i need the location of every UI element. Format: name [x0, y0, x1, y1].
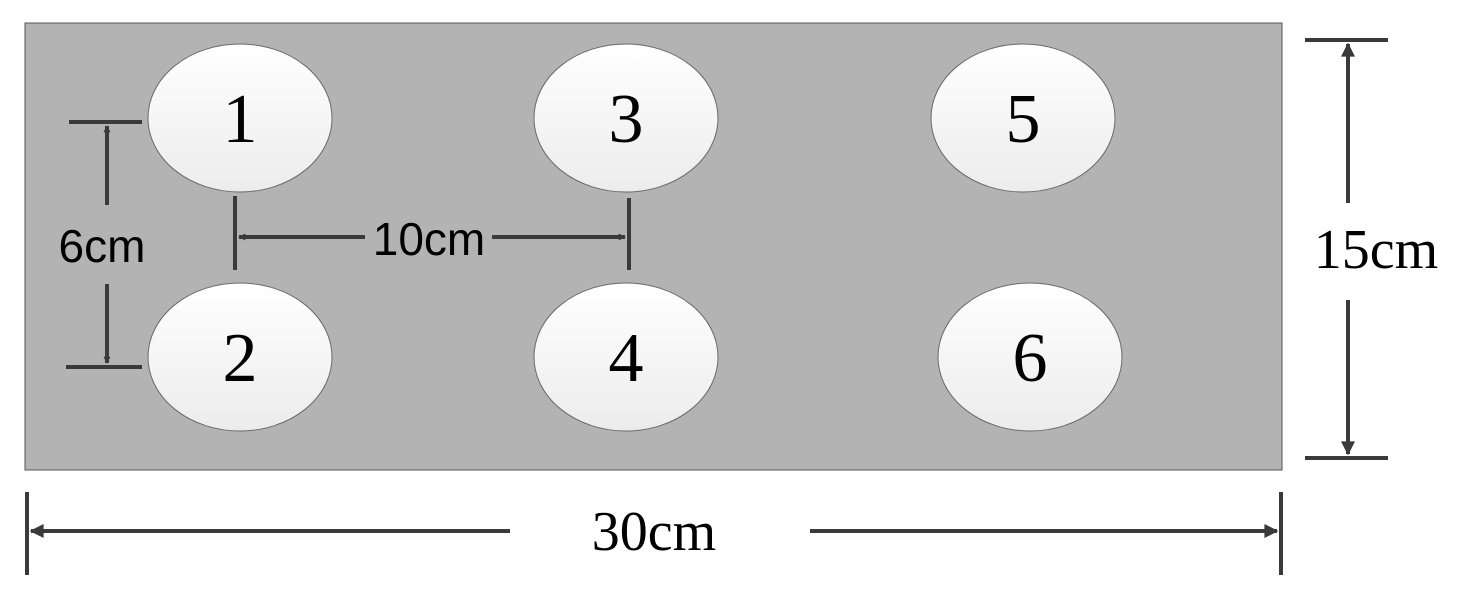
hole-5: 5 — [930, 43, 1116, 193]
column-spacing-label: 10cm — [373, 213, 485, 265]
hole-label-2: 2 — [223, 320, 258, 397]
hole-label-4: 4 — [609, 320, 644, 397]
dimension-width — [25, 492, 1283, 575]
hole-6: 6 — [937, 282, 1123, 432]
hole-label-3: 3 — [609, 81, 644, 158]
hole-4: 4 — [533, 282, 719, 432]
row-spacing-label: 6cm — [59, 220, 146, 272]
dimension-column-spacing — [233, 196, 631, 270]
hole-label-1: 1 — [223, 81, 258, 158]
width-label: 30cm — [592, 501, 716, 563]
hole-3: 3 — [533, 43, 719, 193]
hole-1: 1 — [147, 43, 333, 193]
height-label: 15cm — [1314, 219, 1438, 281]
dimension-height — [1305, 38, 1388, 460]
hole-label-6: 6 — [1013, 320, 1048, 397]
hole-2: 2 — [147, 282, 333, 432]
hole-label-5: 5 — [1006, 81, 1041, 158]
dimension-row-spacing — [66, 120, 142, 369]
